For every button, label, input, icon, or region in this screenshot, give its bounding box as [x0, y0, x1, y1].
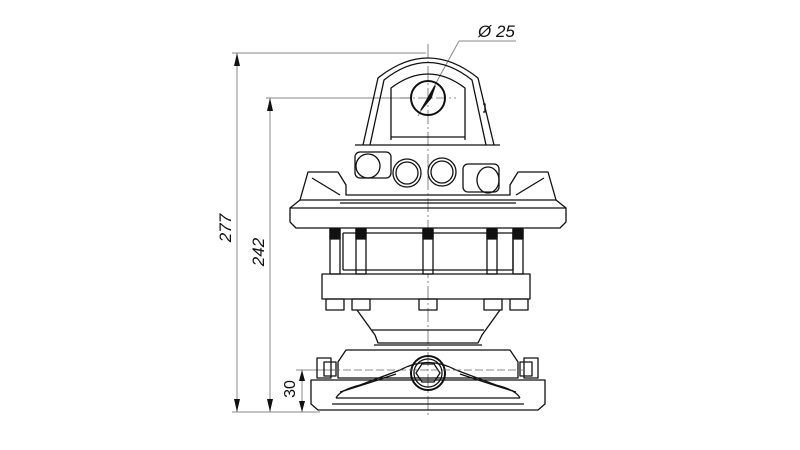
hydraulic-ports: [354, 151, 500, 194]
bolts: [329, 228, 524, 275]
diameter-dimension-label: Ø 25: [478, 22, 515, 42]
base-mount: [310, 349, 546, 411]
diameter-symbol: Ø: [478, 22, 492, 41]
dimension-arrows: [234, 53, 305, 412]
overall-height-dimension-label: 277: [216, 213, 236, 243]
base-height-dimension-label: 30: [281, 380, 299, 398]
upper-housing: [289, 171, 567, 229]
diameter-value: 25: [495, 22, 515, 41]
mounting-bracket: [355, 57, 500, 146]
middle-flange: [321, 273, 531, 311]
dimension-lines: [232, 40, 516, 413]
rotor-body: [356, 309, 501, 346]
pin-height-dimension-label: 242: [249, 237, 269, 267]
